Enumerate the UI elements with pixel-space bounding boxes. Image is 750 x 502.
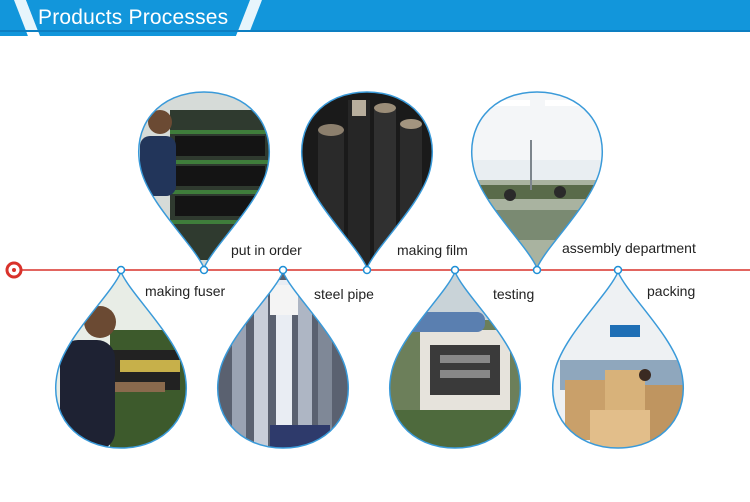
drop-outline xyxy=(389,270,521,449)
timeline-start-icon xyxy=(5,261,23,279)
step-label-testing: testing xyxy=(493,286,535,302)
drop-outline xyxy=(55,270,187,449)
step-label-packing: packing xyxy=(647,283,696,299)
step-label-steel-pipe: steel pipe xyxy=(314,286,374,302)
drop-outline xyxy=(301,91,433,270)
drop-outline xyxy=(471,91,603,270)
drop-outline xyxy=(217,270,349,449)
step-image-making-film xyxy=(301,92,433,268)
step-label-making-film: making film xyxy=(397,242,468,258)
header-banner xyxy=(0,0,750,36)
step-label-put-in-order: put in order xyxy=(231,242,302,258)
drop-outline xyxy=(552,270,684,449)
drop-outline xyxy=(138,91,270,270)
step-label-making-fuser: making fuser xyxy=(145,283,226,299)
step-label-assembly-department: assembly department xyxy=(562,240,696,256)
timeline-node xyxy=(116,265,623,275)
page-title: Products Processes xyxy=(38,6,229,29)
